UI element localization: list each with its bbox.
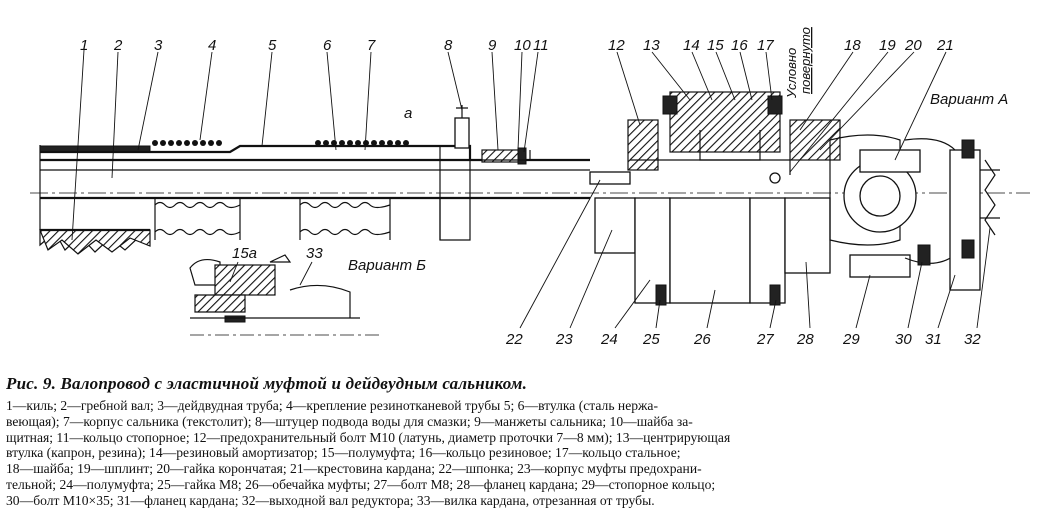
label-26: 26	[693, 331, 711, 348]
label-13: 13	[643, 37, 660, 54]
legend-line: 1—киль; 2—гребной вал; 3—дейдвудная труб…	[6, 398, 658, 413]
label-17: 17	[757, 37, 774, 54]
legend-line: втулка (капрон, резина); 14—резиновый ам…	[6, 445, 681, 461]
label-31: 31	[925, 331, 942, 348]
label-12: 12	[608, 37, 625, 54]
legend-line: 18—шайба; 19—шплинт; 20—гайка корончатая…	[6, 461, 702, 477]
label-9: 9	[488, 37, 497, 54]
label-21: 21	[936, 37, 954, 54]
leader-lines	[71, 49, 991, 329]
label-33: 33	[306, 245, 323, 262]
label-a: а	[404, 105, 412, 122]
label-30: 30	[895, 331, 912, 348]
cardan-joint	[784, 119, 1000, 291]
label-14: 14	[683, 37, 700, 54]
label-25: 25	[642, 331, 660, 348]
label-8: 8	[444, 37, 453, 54]
label-19: 19	[879, 37, 896, 54]
label-10: 10	[514, 37, 531, 54]
legend-line: 30—болт М10×35; 31—фланец кардана; 32—вы…	[6, 492, 655, 508]
label-3: 3	[154, 37, 163, 54]
label-20: 20	[904, 37, 922, 54]
stern-tube	[39, 144, 472, 232]
label-24: 24	[600, 331, 618, 348]
note-line-1: Условно	[784, 48, 799, 99]
label-7: 7	[367, 37, 376, 54]
label-1: 1	[80, 37, 88, 54]
variant-b-detail	[189, 254, 380, 336]
variant-b-label: Вариант Б	[348, 257, 426, 274]
label-23: 23	[555, 331, 573, 348]
keel	[39, 145, 151, 255]
legend-line: веющая); 7—корпус сальника (текстолит); …	[6, 413, 693, 429]
legend-line: щитная; 11—кольцо стопорное; 12—предохра…	[6, 429, 731, 445]
label-22: 22	[505, 331, 523, 348]
label-15a: 15а	[232, 245, 257, 262]
label-32: 32	[964, 331, 981, 348]
label-15: 15	[707, 37, 724, 54]
legend-line: тельной; 24—полумуфта; 25—гайка М8; 26—о…	[6, 476, 716, 492]
label-18: 18	[844, 37, 861, 54]
variant-a-label: Вариант А	[930, 91, 1008, 108]
label-6: 6	[323, 37, 332, 54]
label-28: 28	[796, 331, 814, 348]
label-11: 11	[533, 37, 549, 54]
label-27: 27	[756, 331, 774, 348]
coupling	[589, 91, 791, 306]
rotated-note: Условно повернуто	[784, 27, 813, 99]
label-2: 2	[113, 37, 123, 54]
stern-gland	[439, 105, 531, 241]
callout-labels: 1 2 3 4 5 6 7 8 9 10 11 12 13 14 15 16 1…	[80, 37, 981, 348]
propeller-shaft	[40, 158, 590, 200]
shaft-line-drawing: 1 2 3 4 5 6 7 8 9 10 11 12 13 14 15 16 1…	[30, 27, 1030, 348]
rubber-tube	[152, 140, 441, 240]
label-16: 16	[731, 37, 748, 54]
label-4: 4	[208, 37, 216, 54]
note-line-2: повернуто	[798, 27, 813, 94]
figure-caption: Рис. 9. Валопровод с эластичной муфтой и…	[6, 374, 528, 393]
figure-legend: 1—киль; 2—гребной вал; 3—дейдвудная труб…	[6, 398, 1036, 509]
label-5: 5	[268, 37, 277, 54]
label-29: 29	[842, 331, 860, 348]
